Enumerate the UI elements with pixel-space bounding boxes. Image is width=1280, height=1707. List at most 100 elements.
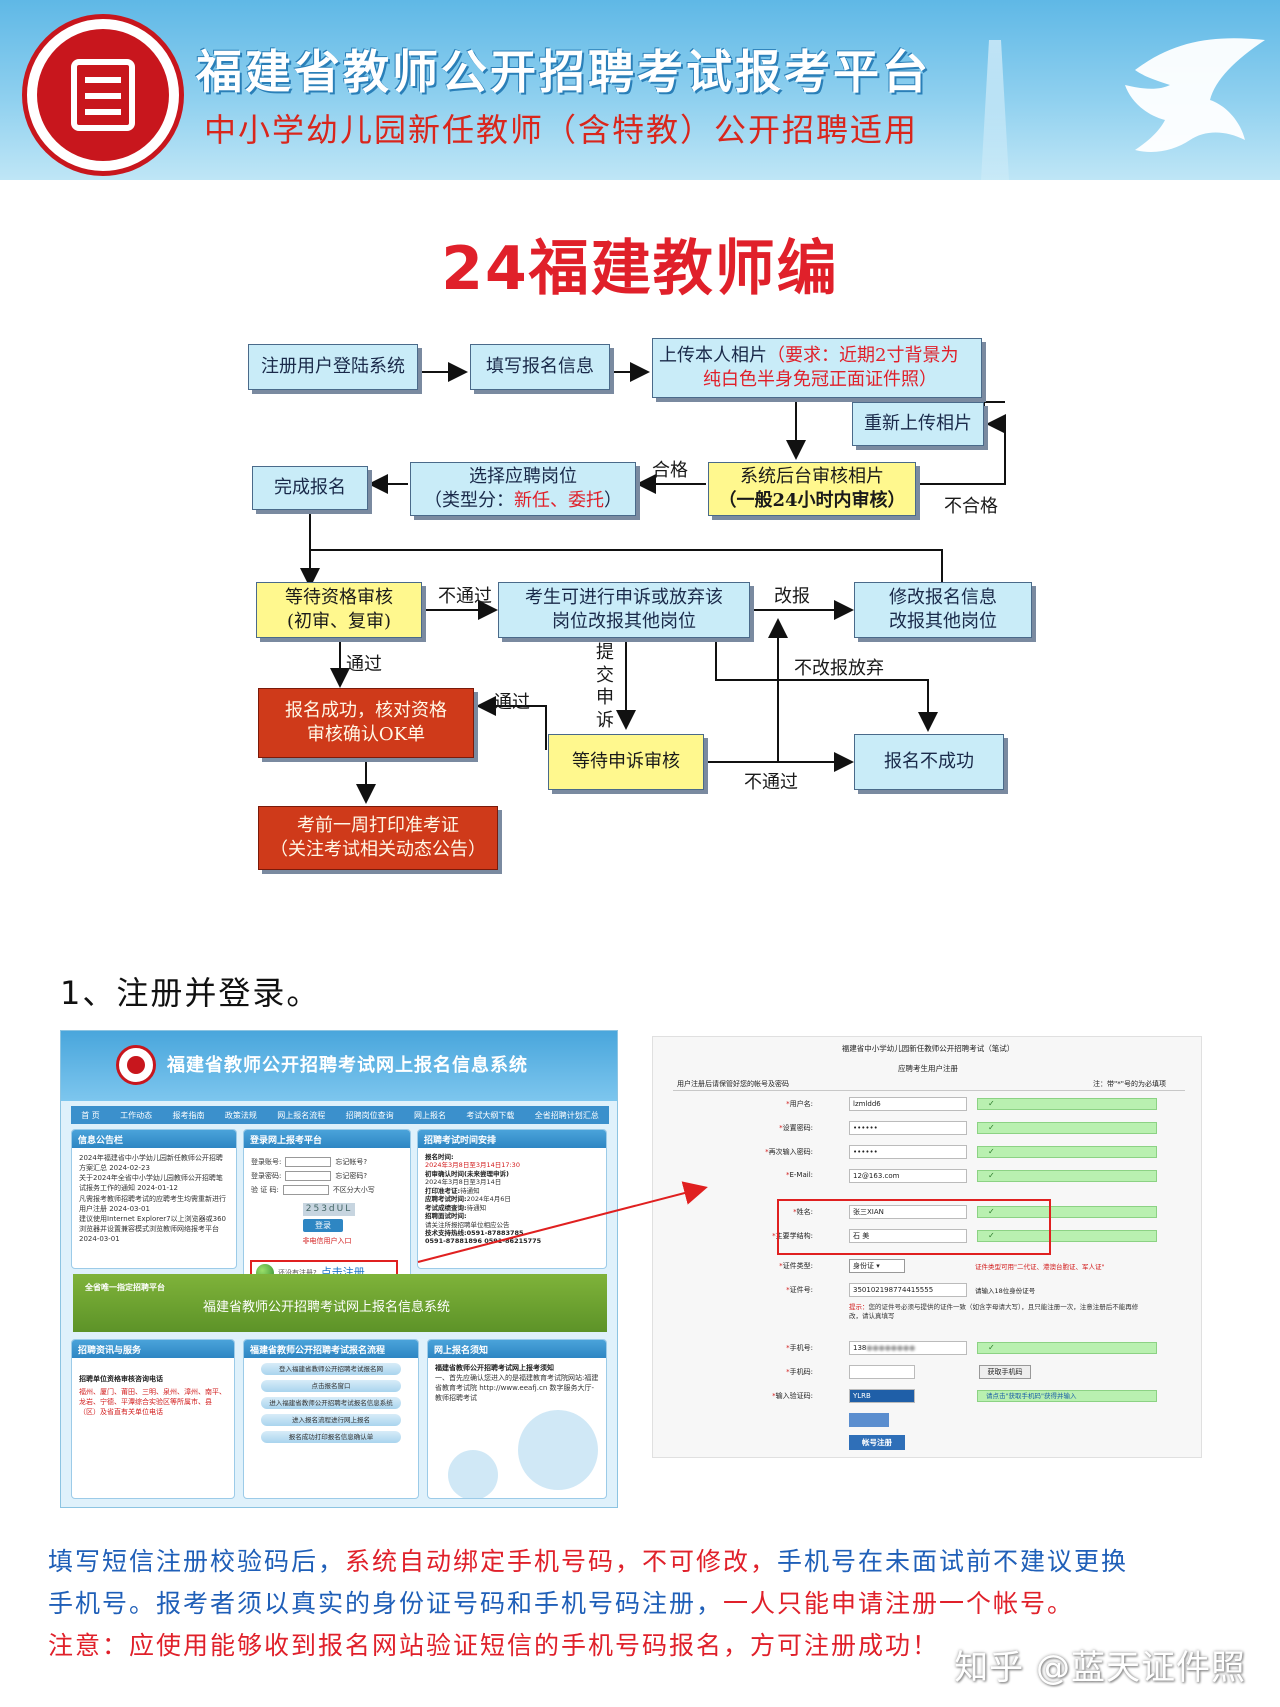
portal-nav: 首 页 工作动态 报考指南 政策法规 网上报名流程 招聘岗位查询 网上报名 考试… bbox=[71, 1106, 609, 1124]
notice-item[interactable]: 2024年福建省中小学幼儿园新任教师公开招聘方案汇总 2024-02-23 bbox=[79, 1154, 223, 1173]
form-row-sms-code: *手机码: 获取手机码 bbox=[653, 1365, 1201, 1381]
name-valid-indicator: ✓ bbox=[977, 1206, 1157, 1218]
flow-step-photo-review: 系统后台审核相片 （一般24小时内审核） bbox=[708, 462, 916, 516]
login-button[interactable]: 登录 bbox=[303, 1219, 343, 1233]
label-submit-appeal: 提交申诉 bbox=[596, 642, 614, 731]
notice-item[interactable]: 凡需报考教师招聘考试的应聘考生均需重新进行用户注册 2024-03-01 bbox=[79, 1194, 226, 1213]
schedule-key: 报名时间: bbox=[425, 1153, 454, 1161]
id-type-select[interactable]: 身份证 ▾ bbox=[849, 1259, 905, 1273]
service-cities[interactable]: 福州、厦门、莆田、三明、泉州、漳州、南平、龙岩、宁德、平潭综合实验区等所属市、县… bbox=[79, 1388, 226, 1417]
username-valid-indicator: ✓ bbox=[977, 1098, 1157, 1110]
nav-item-register[interactable]: 网上报名 bbox=[413, 1110, 446, 1120]
schedule-value: 0591-87881896 0591-86215775 bbox=[425, 1237, 542, 1246]
nav-item-process[interactable]: 网上报名流程 bbox=[277, 1110, 326, 1120]
nav-item-guide[interactable]: 报考指南 bbox=[172, 1110, 205, 1120]
login-panel-title: 登录网上报考平台 bbox=[244, 1130, 410, 1148]
registration-failed-text: 报名不成功 bbox=[884, 750, 974, 772]
get-sms-code-button[interactable]: 获取手机码 bbox=[979, 1365, 1031, 1379]
instruction-part: 填写短信注册校验码后， bbox=[48, 1547, 346, 1576]
flow-step-wait-appeal: 等待申诉审核 bbox=[548, 734, 704, 790]
form-divider bbox=[673, 1090, 1185, 1091]
flow-step-reupload: 重新上传相片 bbox=[852, 402, 984, 446]
instruction-line-1: 填写短信注册校验码后，系统自动绑定手机号码，不可修改，手机号在未面试前不建议更换 bbox=[48, 1542, 1248, 1578]
appeal-line1: 考生可进行申诉或放弃该 bbox=[525, 586, 723, 608]
name-label: 姓名: bbox=[796, 1208, 813, 1216]
wait-qualification-line1: 等待资格审核 bbox=[285, 586, 393, 608]
username-input[interactable]: lzmldd6 bbox=[849, 1097, 967, 1111]
flow-step-registration-success: 报名成功，核对资格 审核确认OK单 bbox=[258, 688, 474, 758]
photo-review-line2: （一般24小时内审核） bbox=[718, 490, 906, 511]
password-input[interactable] bbox=[285, 1171, 332, 1182]
modify-info-line1: 修改报名信息 bbox=[889, 586, 997, 608]
nav-item-news[interactable]: 工作动态 bbox=[120, 1110, 153, 1120]
email-input[interactable]: 12@163.com bbox=[849, 1169, 967, 1183]
guide-heading: 福建省教师公开招聘考试网上报考须知 bbox=[435, 1364, 554, 1372]
id-number-note: 请输入18位身份证号 bbox=[975, 1287, 1036, 1295]
notice-panel: 信息公告栏 2024年福建省中小学幼儿园新任教师公开招聘方案汇总 2024-02… bbox=[71, 1129, 237, 1269]
schedule-key: 初审确认时间 bbox=[425, 1169, 464, 1178]
id-number-input[interactable]: 350102198774415555 bbox=[849, 1283, 967, 1297]
form-subtitle: 应聘考生用户注册 bbox=[898, 1064, 958, 1073]
notice-item[interactable]: 关于2024年全省中小学幼儿园教师公开招聘笔试报务工作的通知 2024-01-1… bbox=[79, 1174, 223, 1193]
schedule-key: 考试成绩查询: bbox=[425, 1203, 467, 1212]
captcha-image[interactable]: 253dUL bbox=[303, 1203, 355, 1217]
schedule-value: 2024年3月8日至3月14日17:30 bbox=[425, 1161, 520, 1170]
print-admission-line2: （关注考试相关动态公告） bbox=[270, 839, 486, 860]
password-input[interactable]: •••••• bbox=[849, 1121, 967, 1135]
name-input[interactable]: 张三XIAN bbox=[849, 1205, 967, 1219]
nav-item-policy[interactable]: 政策法规 bbox=[224, 1110, 257, 1120]
upload-photo-req-line1: （要求：近期2寸背景为 bbox=[767, 344, 959, 366]
registration-success-line2: 审核确认OK单 bbox=[306, 724, 426, 745]
password-label: 设置密码: bbox=[782, 1124, 813, 1132]
portal-screenshot: 福建省教师公开招聘考试网上报名信息系统 首 页 工作动态 报考指南 政策法规 网… bbox=[60, 1030, 618, 1508]
label-passed: 通过 bbox=[346, 654, 382, 675]
verify-code-input[interactable]: YLRB bbox=[849, 1389, 915, 1403]
registration-success-line1: 报名成功，核对资格 bbox=[285, 699, 447, 721]
captcha-input[interactable] bbox=[282, 1185, 329, 1196]
header-banner: 福建省教师公开招聘考试报考平台 中小学幼儿园新任教师（含特教）公开招聘适用 bbox=[0, 0, 1280, 180]
flow-step-fill-info: 填写报名信息 bbox=[470, 344, 610, 390]
instruction-part: 手机号。报考者须以真实的身份证号码和手机号码注册， bbox=[48, 1589, 724, 1618]
label-no-switch-give-up: 不改报放弃 bbox=[794, 658, 884, 679]
flow-step-complete: 完成报名 bbox=[252, 466, 368, 510]
email-label: E-Mail: bbox=[789, 1171, 813, 1179]
notice-item[interactable]: 建议使用Internet Explorer7以上浏览器或360浏览器并设置兼容模… bbox=[79, 1214, 226, 1244]
nav-item-syllabus[interactable]: 考试大纲下载 bbox=[466, 1110, 515, 1120]
wait-qualification-line2: (初审、复审) bbox=[286, 611, 392, 632]
structure-input[interactable]: 石 美 bbox=[849, 1229, 967, 1243]
id-type-value: 身份证 bbox=[853, 1262, 874, 1270]
password-confirm-input[interactable]: •••••• bbox=[849, 1145, 967, 1159]
nav-item-home[interactable]: 首 页 bbox=[81, 1110, 100, 1120]
form-tip-left: 用户注册后请保管好您的帐号及密码 bbox=[677, 1080, 789, 1088]
sms-code-input[interactable] bbox=[849, 1365, 915, 1379]
source-watermark: 知乎 @蓝天证件照 bbox=[954, 1648, 1246, 1688]
form-row-id-hint: 提示：您的证件号必须与提供的证件一致（如含字母请大写），且只能注册一次，注意注册… bbox=[653, 1303, 1201, 1327]
case-note: 不区分大小写 bbox=[332, 1186, 375, 1195]
instruction-part: 系统自动绑定手机号码，不可修改， bbox=[345, 1547, 778, 1576]
forgot-password-link[interactable]: 忘记密码? bbox=[335, 1172, 368, 1181]
nav-item-positions[interactable]: 招聘岗位查询 bbox=[345, 1110, 394, 1120]
registration-flowchart: 注册用户登陆系统 填写报名信息 上传本人相片（要求：近期2寸背景为 纯白色半身免… bbox=[0, 320, 1280, 900]
schedule-panel: 招聘考试时间安排 报名时间:2024年3月8日至3月14日17:30 初审确认时… bbox=[417, 1129, 607, 1269]
login-panel: 登录网上报考平台 登录账号:忘记帐号? 登录密码:忘记密码? 验 证 码:不区分… bbox=[243, 1129, 411, 1289]
non-telecom-link[interactable]: 非电信用户入口 bbox=[302, 1237, 352, 1246]
portal-title: 福建省教师公开招聘考试网上报名信息系统 bbox=[167, 1055, 528, 1076]
banner-title: 福建省教师公开招聘考试报考平台 bbox=[196, 45, 931, 99]
phone-input[interactable]: 138●●●●●●●● bbox=[849, 1341, 967, 1355]
nav-item-plans[interactable]: 全省招聘计划汇总 bbox=[534, 1110, 599, 1120]
upload-photo-title: 上传本人相片 bbox=[659, 344, 767, 366]
process-step: 报名成功打印报名信息确认单 bbox=[261, 1431, 401, 1443]
schedule-key: 打印准考证: bbox=[425, 1186, 461, 1195]
forgot-account-link[interactable]: 忘记帐号? bbox=[335, 1158, 368, 1166]
register-account-button[interactable]: 帐号注册 bbox=[849, 1435, 905, 1450]
account-input[interactable] bbox=[285, 1157, 332, 1168]
verify-code-image[interactable] bbox=[849, 1413, 889, 1427]
platform-banner: 全省唯一指定招聘平台 福建省教师公开招聘考试网上报名信息系统 bbox=[73, 1274, 607, 1332]
password-confirm-label: 再次输入密码: bbox=[768, 1148, 813, 1156]
flow-step-appeal-or-switch: 考生可进行申诉或放弃该 岗位改报其他岗位 bbox=[498, 582, 750, 638]
registration-form-screenshot: 福建省中小学幼儿园新任教师公开招聘考试（笔试） 应聘考生用户注册 用户注册后请保… bbox=[652, 1036, 1202, 1458]
schedule-value: (未来尝理申诉) bbox=[464, 1169, 509, 1178]
phone-label: 手机号: bbox=[789, 1344, 813, 1352]
service-panel: 招聘资讯与服务 招聘单位资格审核咨询电话 福州、厦门、莆田、三明、泉州、漳州、南… bbox=[71, 1339, 235, 1499]
form-row-verify-code: *输入验证码: YLRB 请点击"获取手机码"获得并输入 bbox=[653, 1389, 1201, 1405]
